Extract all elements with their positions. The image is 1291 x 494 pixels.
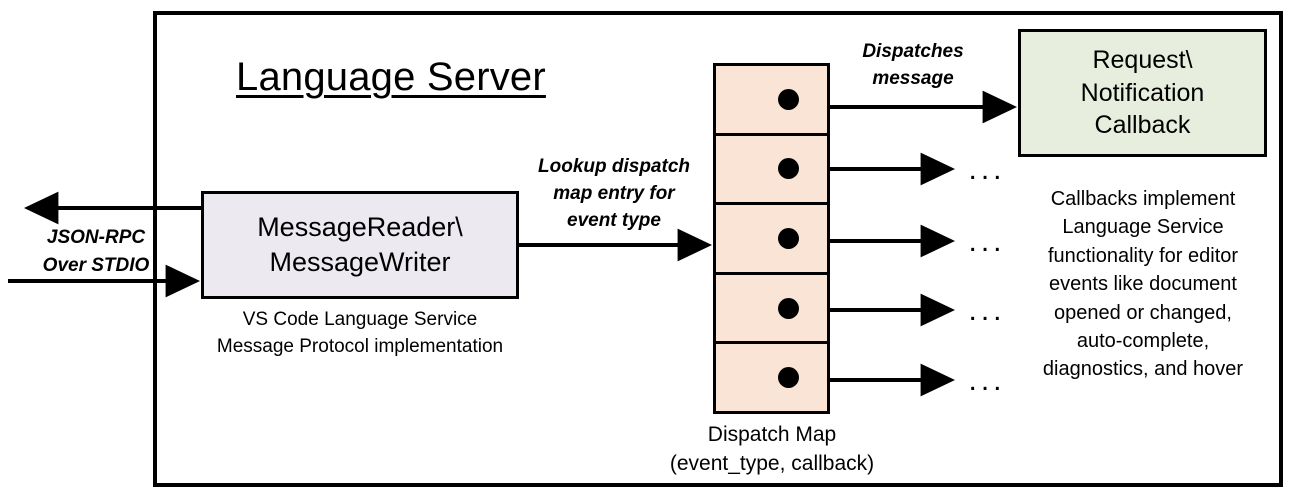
ellipsis-row-2: ... [968, 153, 1006, 186]
dispatch-entry-dot-icon [778, 367, 799, 389]
dispatch-map-row[interactable] [716, 135, 827, 206]
dispatch-map-row[interactable] [716, 66, 827, 136]
dispatch-entry-dot-icon [778, 158, 799, 180]
dispatch-map-row[interactable] [716, 274, 827, 345]
ellipsis-row-3: ... [968, 225, 1006, 258]
dispatch-map-row[interactable] [716, 205, 827, 275]
dispatches-message-label: Dispatches message [862, 41, 964, 89]
ellipsis-row-5: ... [968, 364, 1006, 397]
language-server-frame [153, 11, 1283, 487]
dispatch-entry-dot-icon [778, 297, 799, 319]
message-reader-writer-caption: VS Code Language Service Message Protoco… [216, 309, 504, 357]
dispatch-map-row[interactable] [716, 344, 827, 411]
ellipsis-row-4: ... [968, 294, 1006, 327]
transport-label: JSON-RPC Over STDIO [42, 227, 150, 276]
message-reader-writer-label: MessageReader\ MessageWriter [257, 212, 463, 277]
dispatch-map-table[interactable] [713, 63, 830, 414]
page-title: Language Server [236, 55, 546, 99]
message-reader-writer-box[interactable]: MessageReader\ MessageWriter [201, 191, 519, 299]
callback-description-caption: Callbacks implement Language Service fun… [1042, 188, 1244, 381]
dispatch-map-caption: Dispatch Map (event_type, callback) [669, 423, 875, 476]
request-notification-callback-box[interactable]: Request\ Notification Callback [1018, 29, 1267, 157]
request-notification-callback-label: Request\ Notification Callback [1080, 46, 1205, 140]
dispatch-entry-dot-icon [778, 88, 799, 110]
lookup-dispatch-label: Lookup dispatch map entry for event type [538, 156, 690, 231]
dispatch-entry-dot-icon [778, 227, 799, 249]
